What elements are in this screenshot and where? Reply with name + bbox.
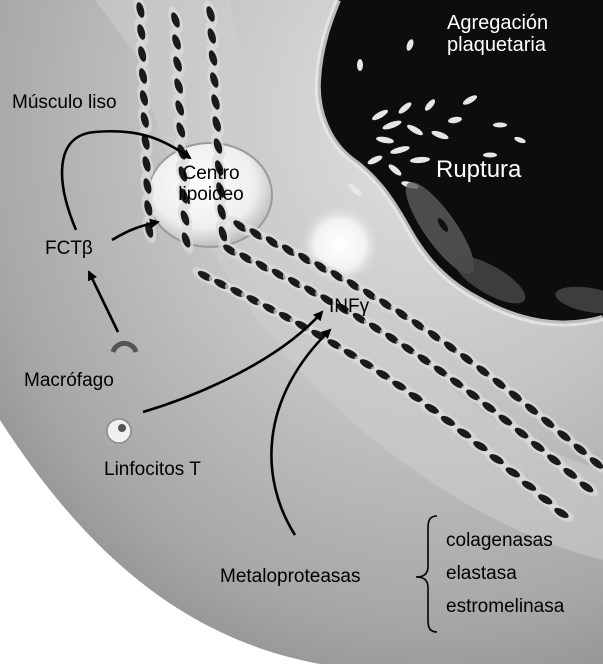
label-inf: INFγ: [329, 296, 369, 317]
label-colagenasas: colagenasas: [446, 530, 553, 551]
label-musculo-liso: Músculo liso: [12, 92, 117, 113]
label-agregacion-line2: plaquetaria: [447, 34, 548, 56]
label-estromelinasa: estromelinasa: [446, 596, 564, 617]
label-fct: FCTβ: [45, 238, 93, 259]
label-linfocitos: Linfocitos T: [104, 459, 201, 480]
label-centro-lipoideo: Centro lipoideo: [168, 163, 254, 206]
label-macrofago: Macrófago: [24, 370, 114, 391]
label-centro-line2: lipoideo: [168, 184, 254, 205]
label-elastasa: elastasa: [446, 563, 517, 584]
label-agregacion-line1: Agregación: [447, 12, 548, 34]
label-metaloproteasas: Metaloproteasas: [220, 566, 360, 587]
label-centro-line1: Centro: [168, 163, 254, 184]
lymphocyte-cell: [107, 419, 131, 443]
label-ruptura: Ruptura: [436, 157, 521, 184]
label-agregacion: Agregación plaquetaria: [447, 12, 548, 57]
